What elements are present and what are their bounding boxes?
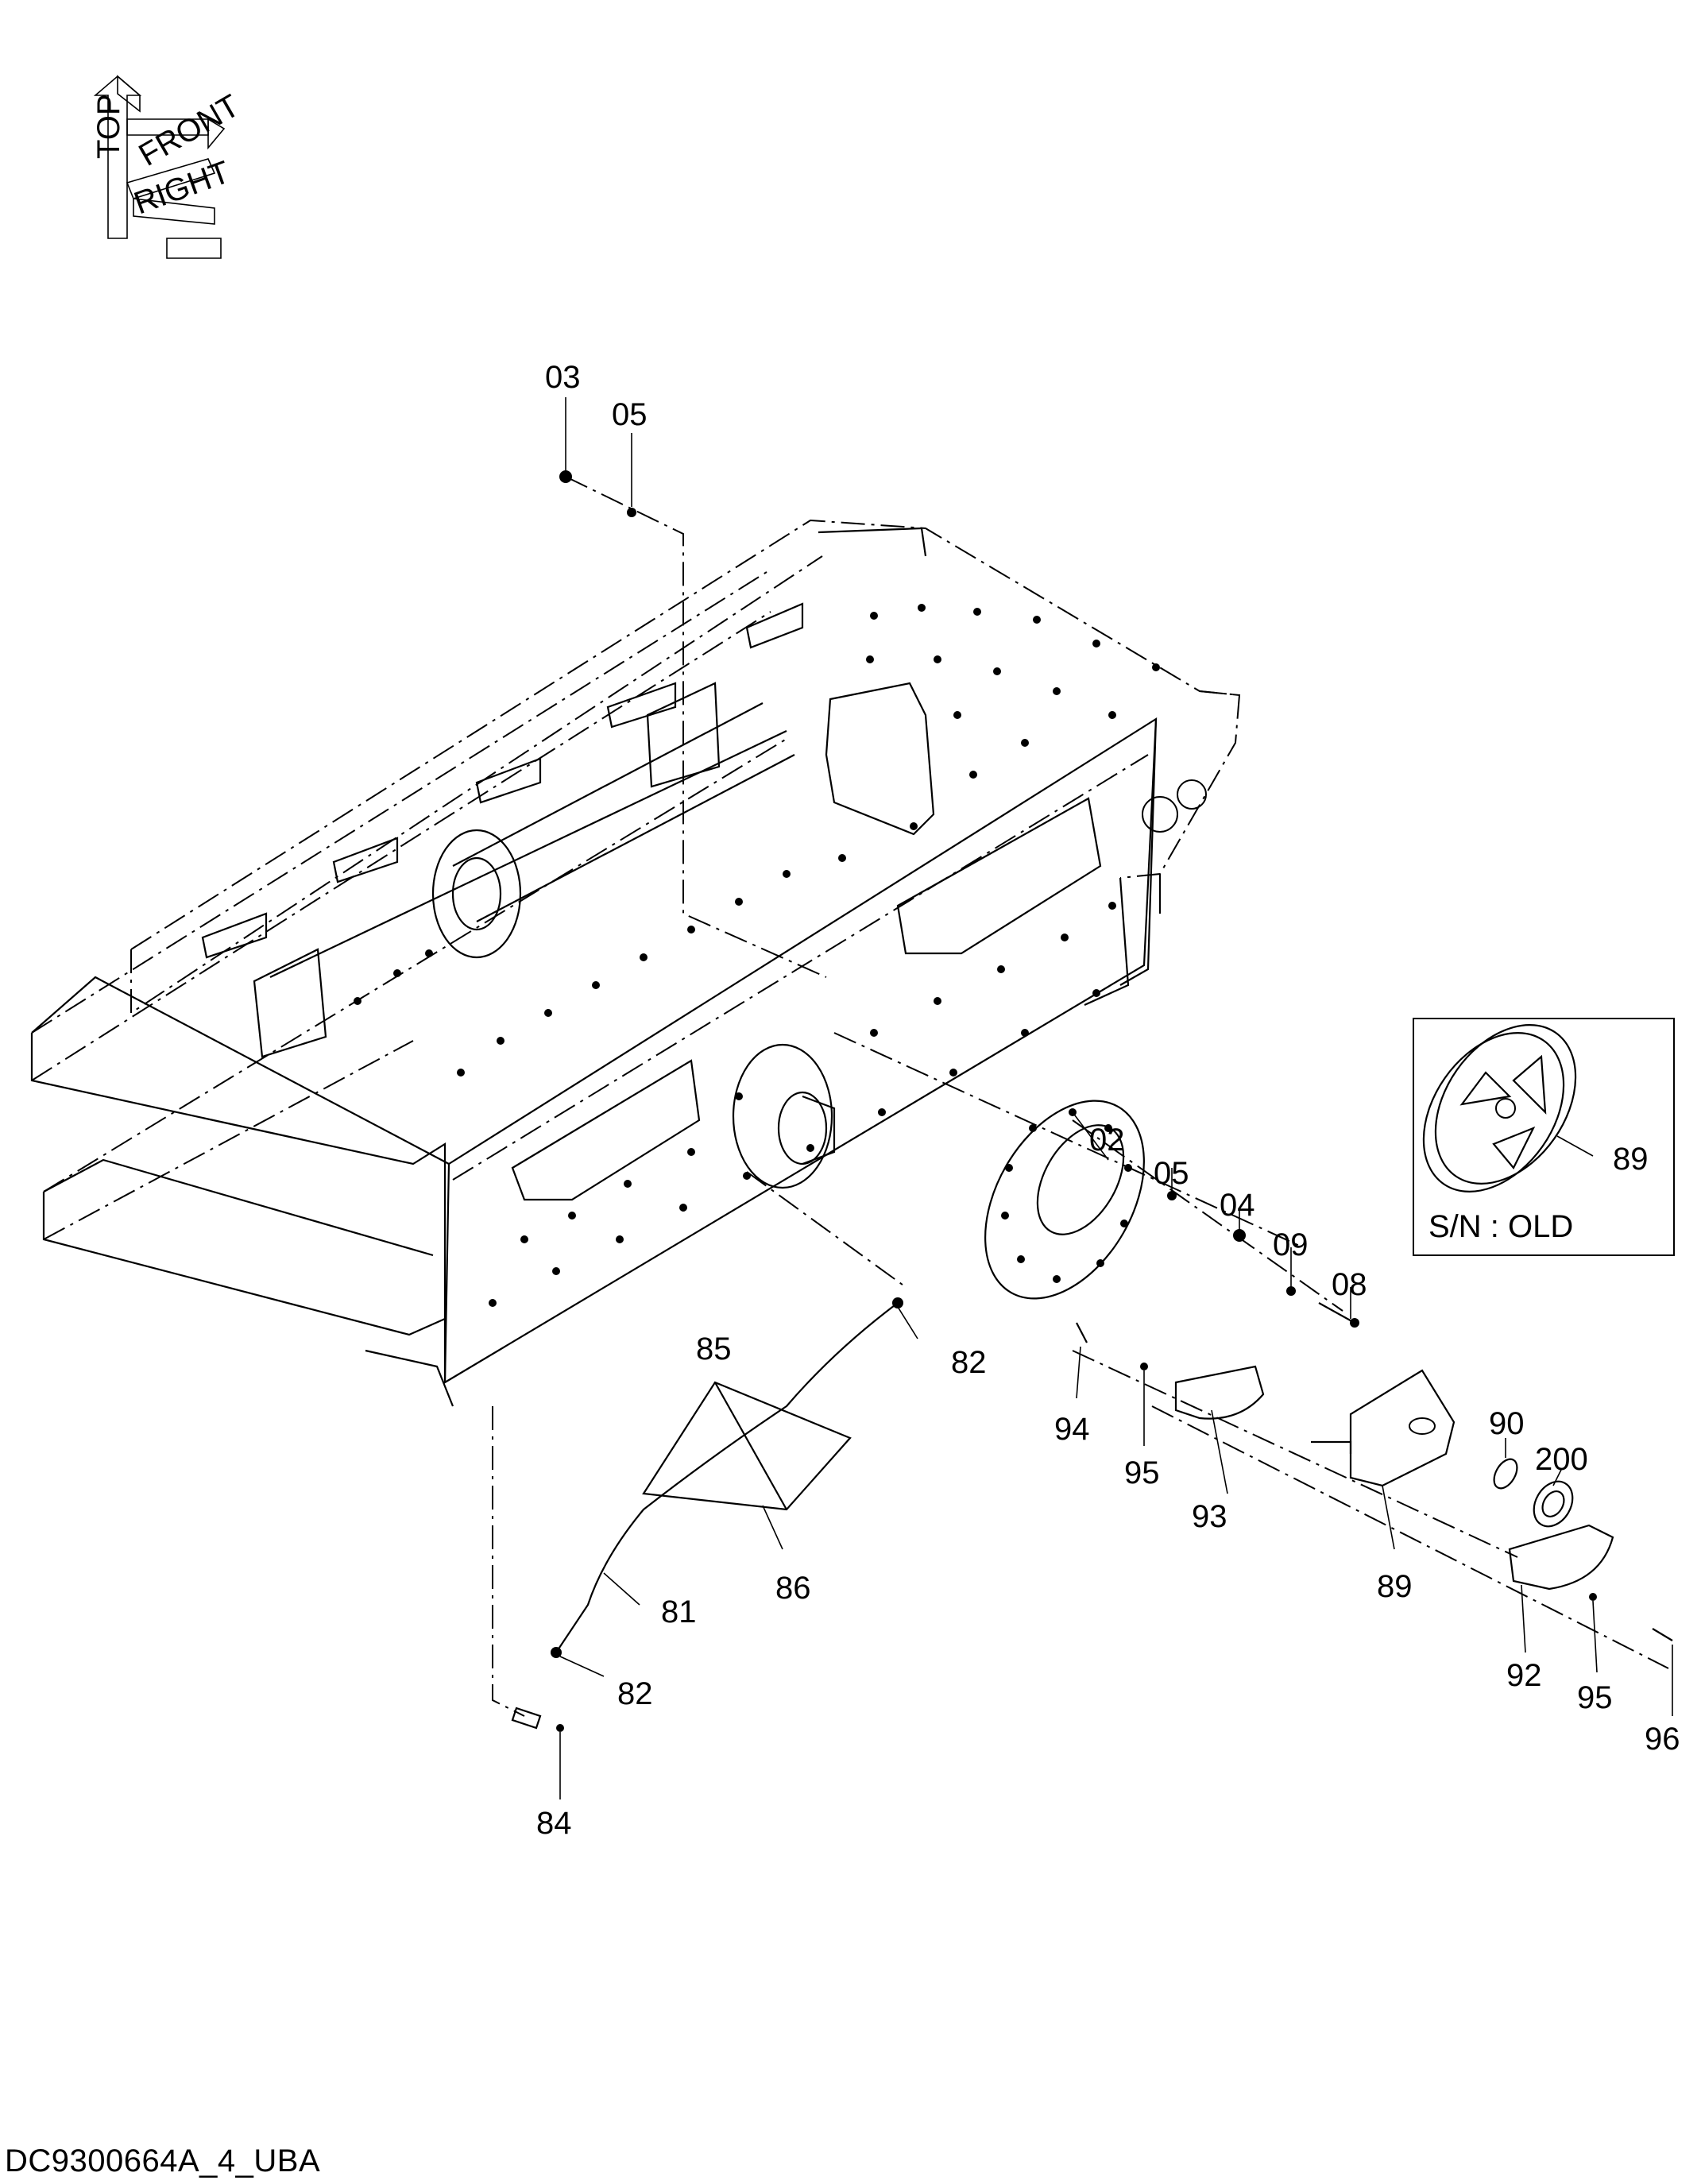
callout-82: 82 bbox=[617, 1676, 653, 1711]
callout-02: 02 bbox=[1089, 1123, 1125, 1158]
callout-08: 08 bbox=[1332, 1267, 1367, 1302]
orientation-label-front: FRONT bbox=[133, 88, 245, 173]
orientation-label-top: TOP bbox=[91, 94, 126, 159]
callout-96: 96 bbox=[1645, 1722, 1680, 1757]
drawing-number: DC9300664A_4_UBA bbox=[5, 2143, 321, 2178]
exploded-parts bbox=[492, 470, 1673, 1732]
orientation-triad-icon: TOP FRONT RIGHT bbox=[91, 75, 245, 259]
callout-86: 86 bbox=[775, 1571, 811, 1606]
callout-05: 05 bbox=[612, 397, 648, 432]
inset-detail-frame bbox=[1413, 1018, 1675, 1256]
callout-82: 82 bbox=[951, 1345, 987, 1380]
callout-04: 04 bbox=[1220, 1188, 1255, 1223]
callout-200: 200 bbox=[1535, 1442, 1588, 1477]
callout-93: 93 bbox=[1192, 1499, 1227, 1534]
callout-95: 95 bbox=[1577, 1680, 1613, 1715]
inset-flywheel-drawing: 89 bbox=[1422, 1024, 1649, 1193]
inset-serial-label: S/N : OLD bbox=[1428, 1209, 1574, 1244]
frame-bolt-holes bbox=[354, 604, 1160, 1307]
part-89-bracket bbox=[1349, 1369, 1456, 1487]
screen-frame-assembly bbox=[30, 519, 1241, 1407]
callout-84: 84 bbox=[536, 1806, 572, 1841]
callout-90: 90 bbox=[1489, 1406, 1525, 1441]
callout-05: 05 bbox=[1154, 1156, 1189, 1191]
part-92-half-weight bbox=[1508, 1524, 1614, 1591]
callout-92: 92 bbox=[1506, 1658, 1542, 1693]
callout-94: 94 bbox=[1054, 1412, 1090, 1447]
callout-numbers: 03 05 02 05 04 09 08 85 82 94 95 93 89 9… bbox=[536, 360, 1680, 1841]
inset-callout-89: 89 bbox=[1613, 1142, 1649, 1177]
part-02-disc bbox=[984, 1100, 1145, 1300]
callout-85: 85 bbox=[696, 1332, 732, 1366]
callout-95: 95 bbox=[1124, 1455, 1160, 1490]
part-93-half-weight bbox=[1174, 1365, 1265, 1420]
part-81-grease-hose bbox=[555, 1302, 899, 1653]
callout-89: 89 bbox=[1377, 1569, 1413, 1604]
callout-03: 03 bbox=[545, 360, 581, 395]
callout-09: 09 bbox=[1273, 1227, 1309, 1262]
callout-81: 81 bbox=[661, 1595, 697, 1629]
part-85-86-bracket bbox=[642, 1381, 852, 1511]
callout-leaders bbox=[559, 397, 1673, 1799]
